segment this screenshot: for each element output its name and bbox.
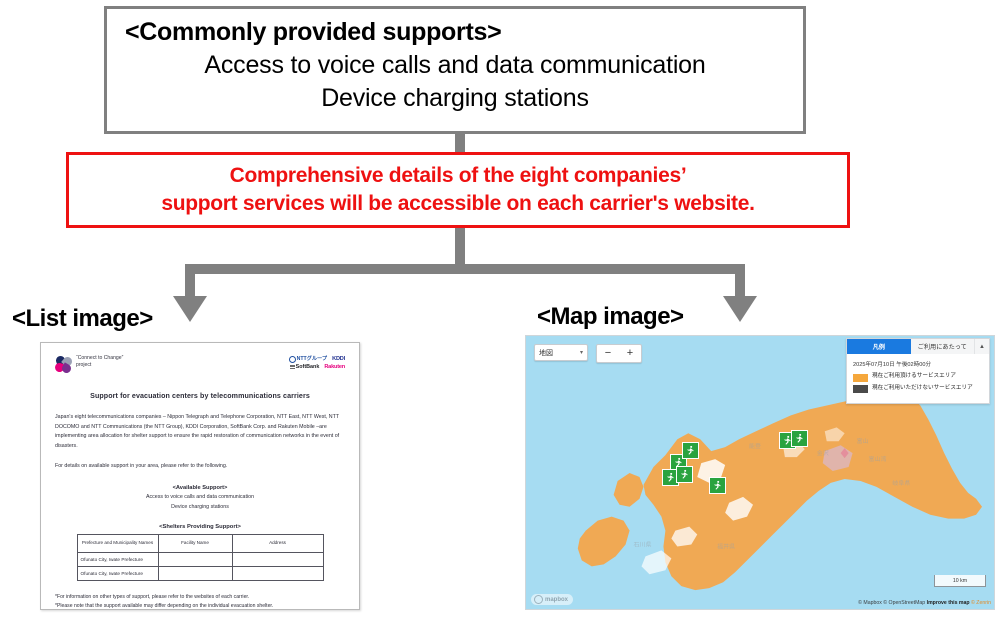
svg-text:能登: 能登 — [749, 442, 761, 450]
available-support-line-1: Access to voice calls and data communica… — [145, 494, 255, 501]
mapbox-logo[interactable]: mapbox — [531, 594, 574, 605]
kddi-logo: KDDI — [332, 356, 345, 362]
shelters-heading: <Shelters Providing Support> — [159, 523, 241, 530]
column-header-address: Address — [231, 533, 324, 553]
flower-logo-icon — [53, 354, 74, 375]
legend-swatch-unavailable — [853, 385, 868, 393]
legend-swatch-available — [853, 373, 868, 382]
zoom-in-button[interactable]: + — [626, 347, 634, 359]
mapbox-logo-text: mapbox — [545, 596, 569, 603]
shelter-marker-icon[interactable] — [676, 466, 693, 483]
shelter-marker-icon[interactable] — [791, 430, 808, 447]
collapse-chevron-icon[interactable]: ▲ — [974, 339, 989, 354]
brand-line-1: “Connect to Change” — [76, 355, 124, 361]
red-box-line-1: Comprehensive details of the eight compa… — [229, 164, 687, 187]
mapbox-mark-icon — [534, 595, 543, 604]
table-header-row: Prefecture and Municipality Names Facili… — [76, 533, 324, 553]
cell-facility — [157, 565, 233, 581]
red-box-line-2: support services will be accessible on e… — [161, 192, 755, 215]
map-image-caption: <Map image> — [537, 303, 684, 330]
document-header: “Connect to Change” project NTTグループ KDDI… — [53, 354, 345, 375]
list-image-caption: <List image> — [12, 305, 153, 332]
document-paragraph: Japan's eight telecommunications compani… — [55, 414, 340, 449]
connector-stem-top — [455, 134, 465, 152]
top-box-line-1: Access to voice calls and data communica… — [204, 51, 706, 79]
shelter-marker-icon[interactable] — [682, 442, 699, 459]
improve-this-map-link[interactable]: Improve this map — [926, 600, 970, 606]
ntt-group-logo: NTTグループ — [288, 355, 327, 363]
document-note-1: *For information on other types of suppo… — [55, 593, 250, 600]
svg-text:富山: 富山 — [857, 437, 869, 445]
connect-to-change-logo: “Connect to Change” project — [53, 354, 124, 375]
map-scale-bar: 10 km — [934, 575, 986, 587]
brand-line-2: project — [76, 362, 92, 369]
tab-usage-notes[interactable]: ご利用にあたって — [910, 339, 974, 354]
map-layer-label: 地図 — [539, 349, 553, 357]
document-note-2: *Please note that the support available … — [55, 603, 274, 610]
shelters-table: Prefecture and Municipality Names Facili… — [76, 533, 324, 581]
column-header-prefecture: Prefecture and Municipality Names — [76, 533, 159, 553]
cell-prefecture: Ofunato City, Iwate Prefecture — [76, 565, 159, 581]
legend-item: 現在ご利用頂けるサービスエリア — [853, 373, 983, 382]
svg-text:石川県: 石川県 — [634, 541, 652, 548]
carrier-logos: NTTグループ KDDI SoftBank Rakuten — [288, 355, 345, 371]
legend-body: 2025年07月10日 午後02時00分 現在ご利用頂けるサービスエリア 現在ご… — [847, 354, 989, 403]
rakuten-logo: Rakuten — [324, 364, 345, 371]
shelter-marker-icon[interactable] — [709, 477, 726, 494]
connector-drop-right — [735, 264, 745, 298]
top-box-header: <Commonly provided supports> — [125, 18, 502, 46]
map-image-panel[interactable]: 能登 金沢 富山 岐阜県 石川県 富山湾 福井県 地図 ▾ − + 凡例 ご利用… — [525, 335, 995, 610]
available-support-heading: <Available Support> — [172, 484, 228, 491]
svg-text:金沢: 金沢 — [817, 449, 829, 457]
cell-address — [231, 565, 324, 581]
table-row: Ofunato City, Iwate Prefecture — [76, 565, 324, 581]
arrowhead-left-icon — [173, 296, 207, 322]
commonly-provided-supports-box: <Commonly provided supports> Access to v… — [104, 6, 806, 134]
carrier-website-notice-box: Comprehensive details of the eight compa… — [66, 152, 850, 228]
map-attribution[interactable]: © Mapbox © OpenStreetMap Improve this ma… — [858, 600, 991, 606]
legend-label-unavailable: 現在ご利用いただけないサービスエリア — [872, 384, 973, 391]
legend-timestamp: 2025年07月10日 午後02時00分 — [853, 362, 932, 368]
map-zoom-controls[interactable]: − + — [596, 344, 642, 363]
cell-address — [231, 551, 324, 567]
svg-text:富山湾: 富山湾 — [869, 455, 887, 463]
table-row: Ofunato City, Iwate Prefecture — [76, 551, 324, 567]
connector-crossbar — [185, 264, 745, 274]
top-box-line-2: Device charging stations — [321, 84, 589, 112]
legend-label-available: 現在ご利用頂けるサービスエリア — [872, 373, 956, 379]
chevron-down-icon: ▾ — [579, 350, 583, 356]
available-support-line-2: Device charging stations — [171, 503, 229, 510]
document-title: Support for evacuation centers by teleco… — [90, 392, 310, 400]
connector-stem-bottom — [455, 228, 465, 270]
zoom-out-button[interactable]: − — [604, 347, 612, 359]
cell-facility — [157, 551, 233, 567]
attribution-prefix: © Mapbox © OpenStreetMap — [858, 600, 927, 606]
document-paragraph-2: For details on available support in your… — [55, 463, 228, 470]
svg-text:岐阜県: 岐阜県 — [892, 479, 910, 487]
map-legend-panel[interactable]: 凡例 ご利用にあたって ▲ 2025年07月10日 午後02時00分 現在ご利用… — [846, 338, 990, 404]
legend-tabs[interactable]: 凡例 ご利用にあたって ▲ — [847, 339, 989, 354]
map-layer-select[interactable]: 地図 ▾ — [534, 344, 588, 361]
arrowhead-right-icon — [723, 296, 757, 322]
list-image-document: “Connect to Change” project NTTグループ KDDI… — [40, 342, 360, 610]
shelter-marker-icon[interactable] — [662, 469, 679, 486]
cell-prefecture: Ofunato City, Iwate Prefecture — [76, 551, 159, 567]
softbank-logo: SoftBank — [289, 363, 319, 371]
attribution-suffix: © Zenrin — [969, 600, 991, 606]
svg-text:福井県: 福井県 — [717, 542, 735, 550]
legend-item: 現在ご利用いただけないサービスエリア — [853, 384, 983, 393]
tab-legend[interactable]: 凡例 — [847, 339, 911, 354]
column-header-facility: Facility Name — [157, 533, 233, 553]
connector-drop-left — [185, 264, 195, 298]
